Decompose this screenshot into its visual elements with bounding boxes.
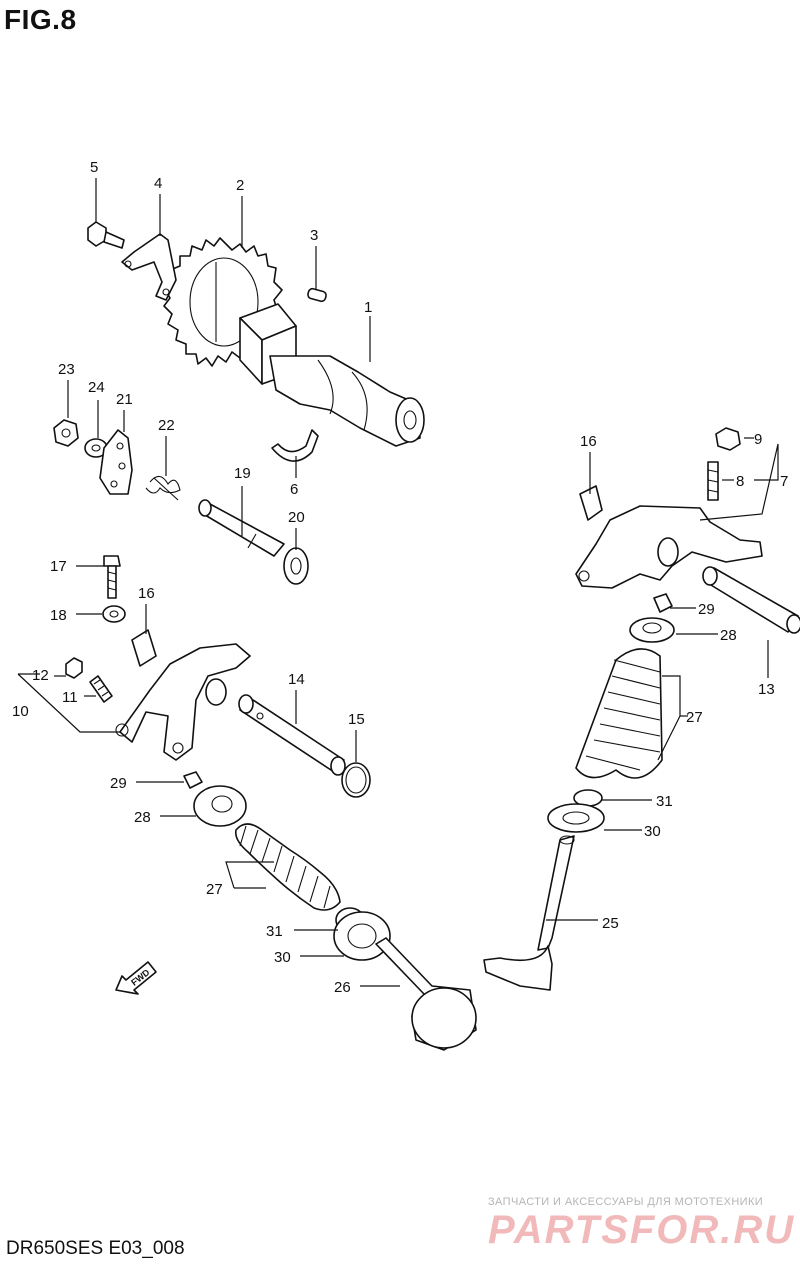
callout-10: 10 [12,703,29,720]
valve-26 [375,937,477,1051]
callout-30-left: 30 [274,949,291,966]
callout-25: 25 [602,915,619,932]
dowel-pin [307,287,327,303]
watermark-brand: PARTSFOR.RU [488,1208,796,1252]
callout-13: 13 [758,681,775,698]
callout-20: 20 [288,509,305,526]
retainer-28-left [193,785,247,827]
callout-7: 7 [780,473,788,490]
callout-31-left: 31 [266,923,283,940]
retainer-28-right [629,617,675,643]
callout-29-right: 29 [698,601,715,618]
lock-washer [121,233,177,301]
callout-27-right: 27 [686,709,703,726]
callout-12: 12 [32,667,49,684]
callout-29-left: 29 [110,775,127,792]
callout-14: 14 [288,671,305,688]
callout-18: 18 [50,607,67,624]
rocker-arm-7 [575,505,763,589]
callout-4: 4 [154,175,162,192]
callout-15: 15 [348,711,365,728]
washer-18 [102,605,126,623]
watermark: ЗАПЧАСТИ И АКСЕССУАРЫ ДЛЯ МОТОТЕХНИКИ PA… [488,1196,796,1253]
fwd-arrow-icon: FWD [115,961,157,995]
callout-3: 3 [310,227,318,244]
callout-8: 8 [736,473,744,490]
watermark-tagline: ЗАПЧАСТИ И АКСЕССУАРЫ ДЛЯ МОТОТЕХНИКИ [488,1196,764,1208]
adjuster-screw-8 [707,461,719,501]
shim-16-left [131,629,157,667]
spring-seat-30-left [333,911,391,961]
spring-seat-30-right [547,803,605,833]
callout-2: 2 [236,177,244,194]
callout-28-right: 28 [720,627,737,644]
nut-23 [53,419,79,447]
cotter-29-left [183,771,203,789]
callout-1: 1 [364,299,372,316]
callout-9: 9 [754,431,762,448]
rocker-shaft-13 [702,566,800,634]
callout-24: 24 [88,379,105,396]
callout-28-left: 28 [134,809,151,826]
callout-16-right: 16 [580,433,597,450]
decompression-plate-21 [99,429,133,495]
spring-27-right [575,648,663,779]
callout-17: 17 [50,558,67,575]
callout-6: 6 [290,481,298,498]
rocker-shaft-14 [238,694,346,776]
callout-numbers: 1 2 3 4 5 6 7 8 9 10 11 12 13 14 15 16 1… [12,159,788,996]
callout-19: 19 [234,465,251,482]
spring-22 [145,475,181,501]
cotter-29-right [653,593,673,613]
leader-lines [17,178,779,987]
valve-25 [483,835,575,991]
nut-12 [65,657,83,679]
callout-11: 11 [62,689,78,706]
callout-23: 23 [58,361,75,378]
oil-seal-20 [283,547,309,585]
camshaft [239,303,425,447]
spring-27-left [234,823,341,911]
callout-5: 5 [90,159,98,176]
nut-9 [715,427,741,451]
callout-16-left: 16 [138,585,155,602]
figure-title: FIG.8 [4,4,77,35]
cam-sprocket-bolt [87,221,125,249]
screw-17 [103,555,121,599]
callout-21: 21 [116,391,133,408]
callout-27-left: 27 [206,881,223,898]
o-ring-15 [341,762,371,798]
callout-26: 26 [334,979,351,996]
adjuster-screw-11 [89,675,113,703]
callout-22: 22 [158,417,175,434]
figure-code: DR650SES E03_008 [6,1238,185,1259]
circlip [271,429,319,462]
rocker-arm-10 [115,643,251,761]
callout-31-right: 31 [656,793,673,810]
shim-16-right [579,485,603,521]
callout-30-right: 30 [644,823,661,840]
